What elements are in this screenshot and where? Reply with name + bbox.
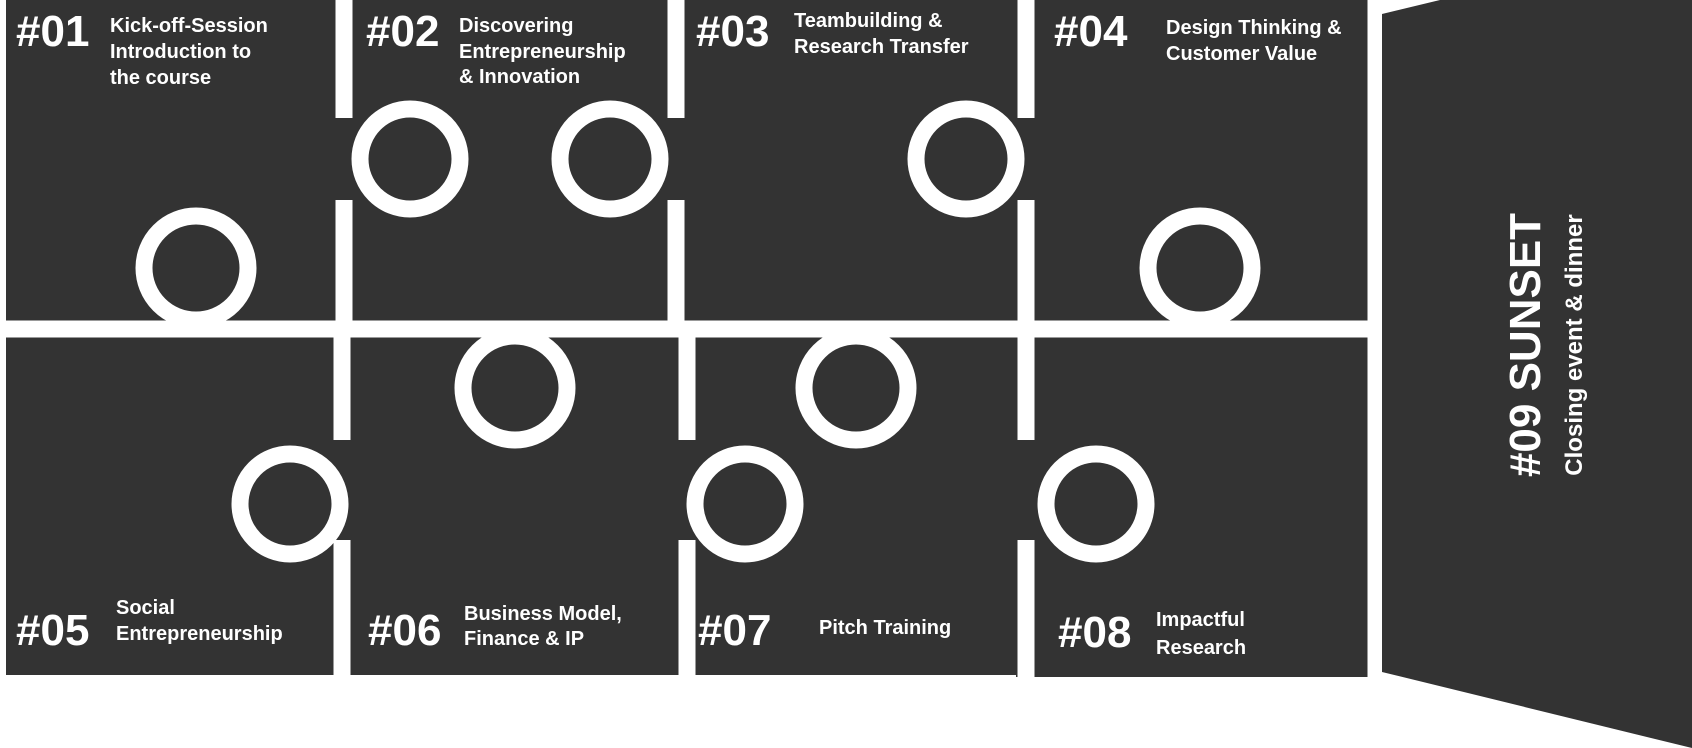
session-number: #07 (698, 606, 771, 655)
finale-heading: #09 SUNSET (1501, 213, 1550, 477)
knob-06-up (454, 327, 576, 449)
puzzle-knobs (135, 100, 1261, 563)
knob-02-left (351, 100, 469, 218)
session-title-line: Design Thinking & (1166, 17, 1342, 39)
session-title-line: Teambuilding & (794, 10, 943, 32)
session-number: #06 (368, 606, 441, 655)
knob-05-right (231, 445, 349, 563)
puzzle-seams (333, 0, 1035, 440)
session-number: #04 (1054, 7, 1128, 56)
session-title-line: Entrepreneurship (459, 41, 626, 63)
puzzle-tiles (6, 0, 1368, 677)
session-title-line: & Innovation (459, 66, 580, 88)
finale-panel (1382, 0, 1692, 748)
session-title-line: Finance & IP (464, 628, 584, 650)
knob-07-up (795, 327, 917, 449)
label-08: #08 Impactful Research (1058, 608, 1246, 659)
session-number: #05 (16, 606, 89, 655)
session-title-line: Discovering (459, 15, 573, 37)
knob-08-left (1037, 445, 1155, 563)
label-03: #03 Teambuilding & Research Transfer (696, 7, 969, 58)
knob-04-down (1139, 207, 1261, 329)
label-02: #02 Discovering Entrepreneurship & Innov… (366, 7, 626, 88)
finale-label: #09 SUNSET Closing event & dinner (1501, 213, 1588, 477)
knob-01-down (135, 207, 257, 329)
label-05: #05 Social Entrepreneurship (16, 597, 283, 655)
session-title-line: Entrepreneurship (116, 623, 283, 645)
session-title-line: Pitch Training (819, 617, 951, 639)
session-number: #01 (16, 7, 89, 56)
knob-03-left (551, 100, 669, 218)
session-title-line: Research (1156, 637, 1246, 659)
session-title-line: Impactful (1156, 609, 1245, 631)
label-01: #01 Kick-off-Session Introduction to the… (16, 7, 268, 89)
label-07: #07 Pitch Training (698, 606, 951, 655)
session-title-line: Introduction to (110, 41, 251, 63)
session-title-line: Social (116, 597, 175, 619)
label-06: #06 Business Model, Finance & IP (368, 603, 622, 655)
session-number: #03 (696, 7, 769, 56)
knob-07-left (686, 445, 804, 563)
session-title-line: Research Transfer (794, 36, 969, 58)
session-title-line: Business Model, (464, 603, 622, 625)
session-title-line: the course (110, 67, 211, 89)
session-number: #02 (366, 7, 439, 56)
session-title-line: Customer Value (1166, 43, 1317, 65)
session-title-line: Kick-off-Session (110, 15, 268, 37)
label-04: #04 Design Thinking & Customer Value (1054, 7, 1342, 65)
knob-04-left (907, 100, 1025, 218)
finale-subheading: Closing event & dinner (1561, 214, 1588, 475)
session-number: #08 (1058, 608, 1131, 657)
